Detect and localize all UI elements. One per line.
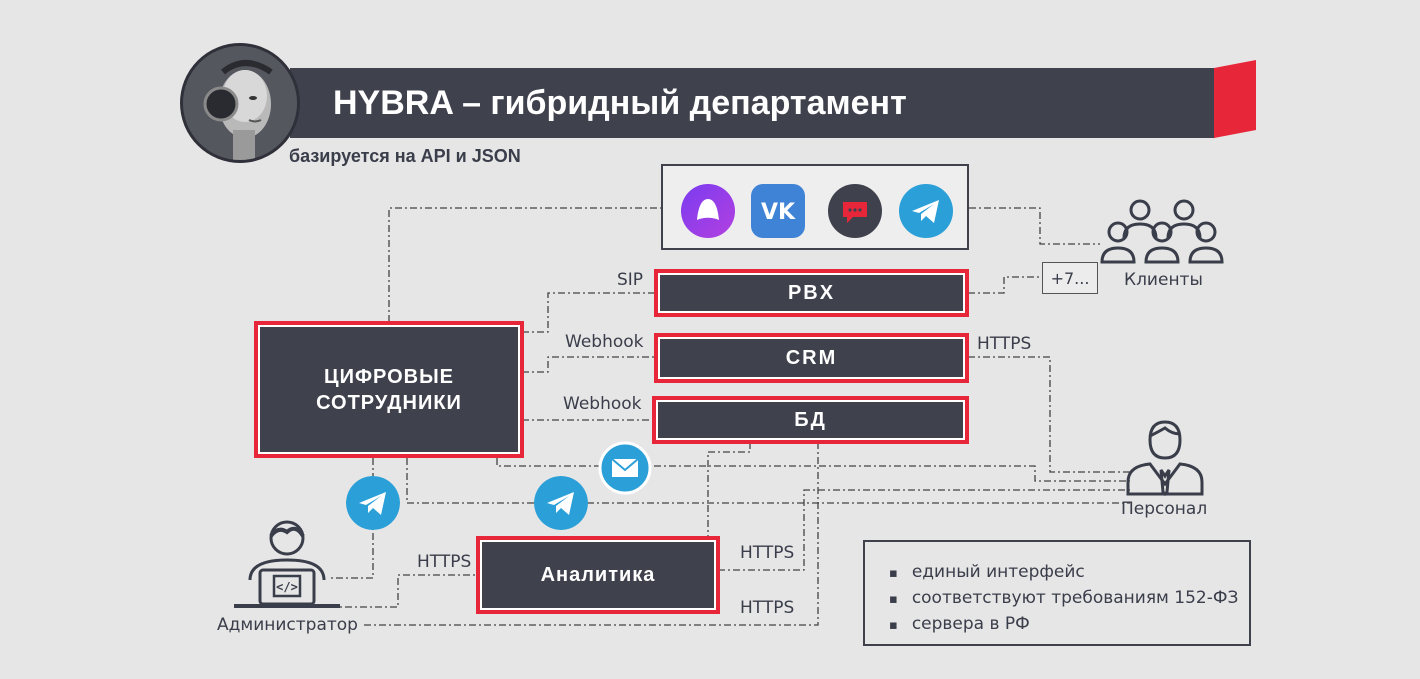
admin-label: Администратор <box>217 615 358 635</box>
mail-icon[interactable] <box>598 441 652 495</box>
feature-item: соответствуют требованиям 152-ФЗ <box>889 586 1249 612</box>
channels-box: VK <box>661 164 969 250</box>
page-subtitle: базируется на API и JSON <box>289 146 521 166</box>
features-box: единый интерфейс соответствуют требовани… <box>863 540 1251 646</box>
staff-icon <box>1126 420 1204 497</box>
accent-flag <box>1214 60 1256 138</box>
digital-employees-node[interactable]: ЦИФРОВЫЕ СОТРУДНИКИ <box>254 321 524 458</box>
phone-number-box: +7... <box>1042 262 1098 294</box>
svg-text:</>: </> <box>276 580 298 594</box>
crm-node[interactable]: CRM <box>654 333 969 383</box>
svg-text:VK: VK <box>761 200 796 225</box>
crm-label: CRM <box>785 346 838 369</box>
webhook-crm-label: Webhook <box>565 332 644 352</box>
https-admin-label: HTTPS <box>417 552 472 572</box>
clients-icon <box>1100 199 1224 264</box>
telegram-icon[interactable] <box>899 184 953 238</box>
analytics-label: Аналитика <box>540 563 656 586</box>
telegram-admin-icon[interactable] <box>346 476 400 530</box>
webhook-db-label: Webhook <box>563 394 642 414</box>
vk-icon[interactable]: VK <box>751 184 805 238</box>
https-analytics-label: HTTPS <box>740 543 795 563</box>
clients-label: Клиенты <box>1124 270 1203 290</box>
avatar <box>180 43 300 163</box>
feature-item: единый интерфейс <box>889 560 1249 586</box>
https-bottom-label: HTTPS <box>740 598 795 618</box>
pbx-label: PBX <box>787 281 836 304</box>
https-crm-label: HTTPS <box>977 334 1032 354</box>
staff-label: Персонал <box>1121 499 1208 519</box>
feature-item: сервера в РФ <box>889 612 1249 638</box>
title-bar <box>290 68 1215 138</box>
analytics-node[interactable]: Аналитика <box>476 536 720 614</box>
alice-icon[interactable] <box>681 184 735 238</box>
admin-icon: </> <box>234 520 340 608</box>
pbx-node[interactable]: PBX <box>654 269 969 317</box>
telegram-staff-icon[interactable] <box>534 476 588 530</box>
digital-employees-label: ЦИФРОВЫЕ СОТРУДНИКИ <box>316 365 462 414</box>
page-title: HYBRA – гибридный департамент <box>333 84 907 122</box>
chat-bubble-icon[interactable] <box>828 184 882 238</box>
db-node[interactable]: БД <box>652 396 969 444</box>
db-label: БД <box>794 408 827 431</box>
sip-label: SIP <box>617 270 644 290</box>
